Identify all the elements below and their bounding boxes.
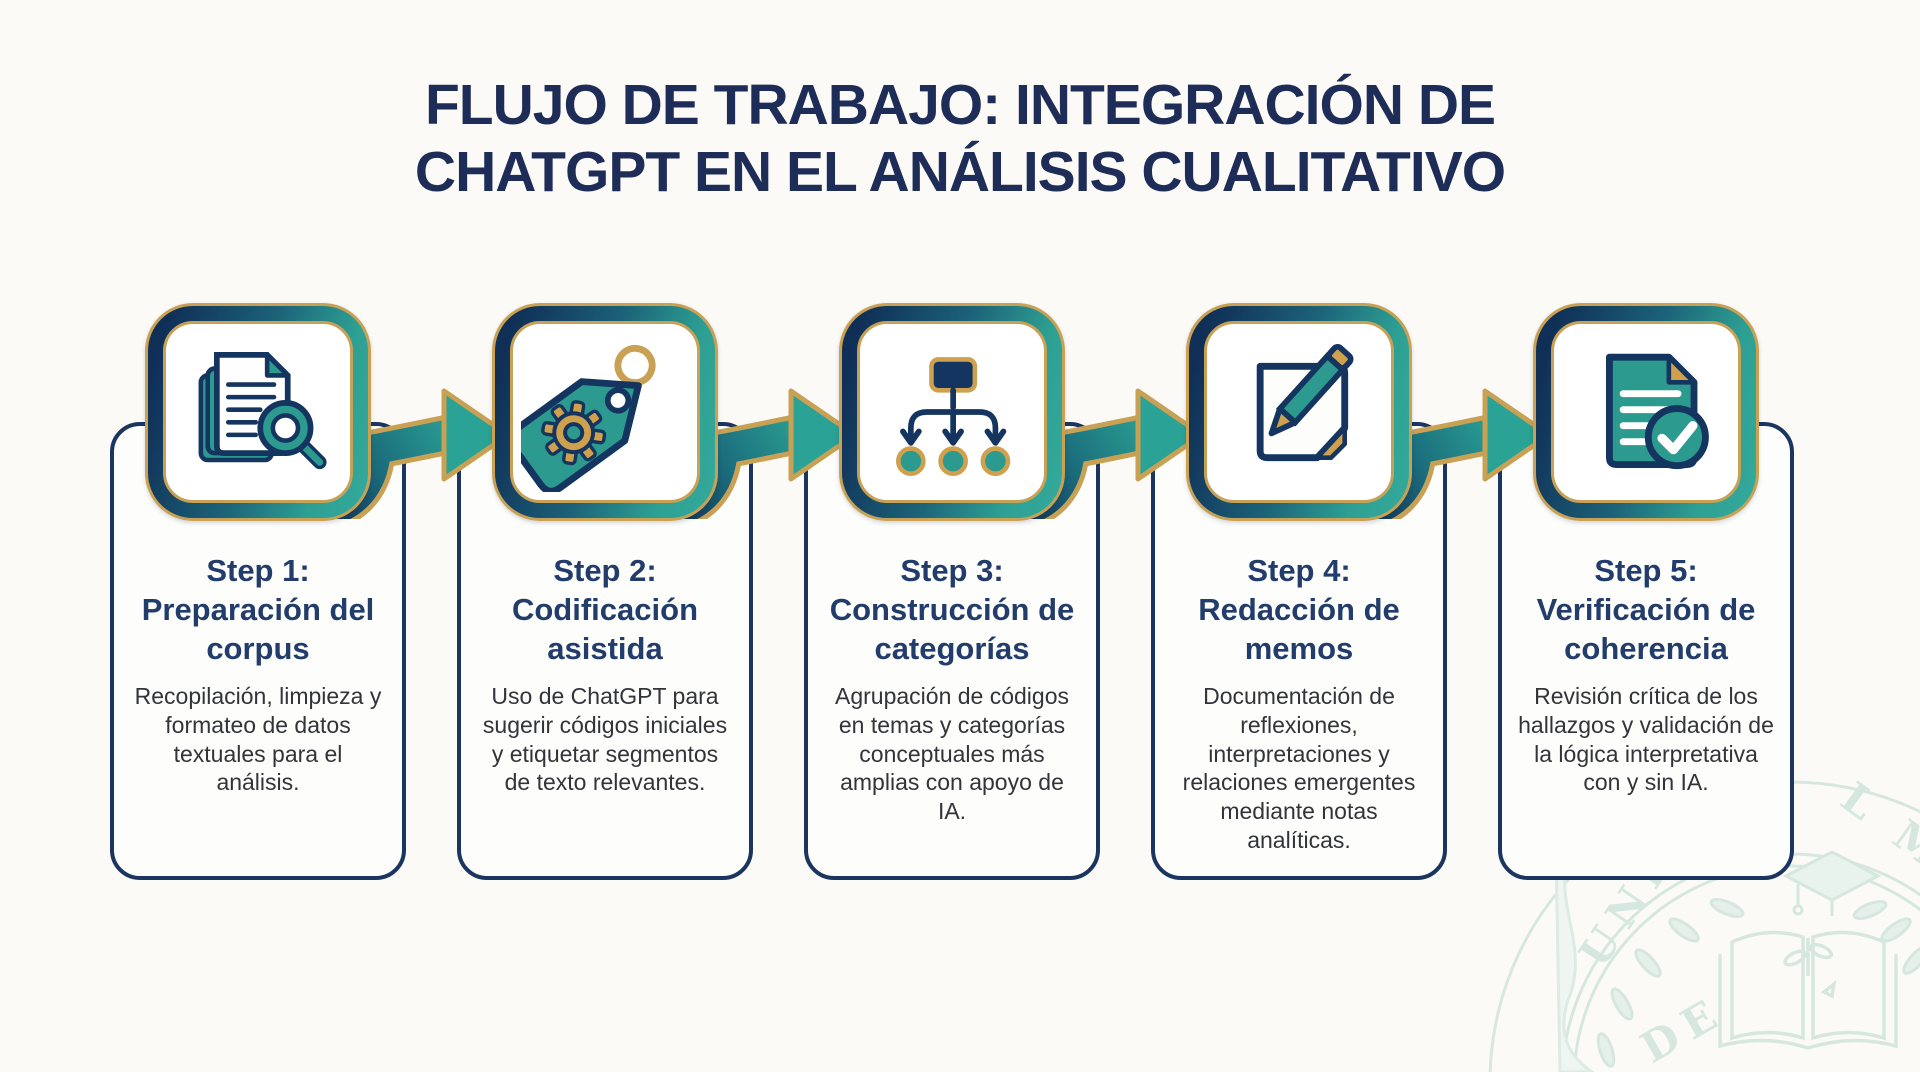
step-5-heading: Step 5: Verificación de coherencia <box>1517 551 1775 668</box>
step-3-description: Agrupación de códigos en temas y categor… <box>835 683 1069 825</box>
page-title: FLUJO DE TRABAJO: INTEGRACIÓN DE CHATGPT… <box>0 72 1920 207</box>
page-title-line-1: FLUJO DE TRABAJO: INTEGRACIÓN DE <box>424 73 1496 137</box>
step-2-description: Uso de ChatGPT para sugerir códigos inic… <box>482 683 728 796</box>
step-3-heading: Step 3: Construcción de categorías <box>823 551 1081 668</box>
page-title-line-2: CHATGPT EN EL ANÁLISIS CUALITATIVO <box>414 140 1506 205</box>
hierarchy-icon <box>896 357 1011 476</box>
step-1-title: Preparación del corpus <box>141 592 375 667</box>
step-2-heading: Step 2: Codificación asistida <box>476 551 734 668</box>
step-2-icon-box <box>492 303 718 521</box>
step-4-icon-box <box>1186 303 1412 521</box>
step-5-label: Step 5: <box>1594 553 1698 588</box>
memo-pencil-icon <box>1256 344 1354 462</box>
step-4-title: Redacción de memos <box>1198 592 1400 667</box>
step-3-label: Step 3: <box>900 553 1004 588</box>
step-2-title: Codificación asistida <box>511 592 698 667</box>
step-3-icon-box <box>839 303 1065 521</box>
step-1-description: Recopilación, limpieza y formateo de dat… <box>134 683 382 796</box>
step-5-description: Revisión crítica de los hallazgos y vali… <box>1518 683 1774 796</box>
step-5-title: Verificación de coherencia <box>1536 592 1756 667</box>
step-4-description: Documentación de reflexiones, interpreta… <box>1182 683 1416 853</box>
step-4-heading: Step 4: Redacción de memos <box>1170 551 1428 668</box>
step-1-icon-box <box>145 303 371 521</box>
step-3-title: Construcción de categorías <box>829 592 1075 667</box>
step-1-heading: Step 1: Preparación del corpus <box>129 551 387 668</box>
step-5-icon-box <box>1533 303 1759 521</box>
document-search-icon <box>198 352 327 470</box>
tag-gear-icon <box>521 344 656 492</box>
step-4-label: Step 4: <box>1247 553 1351 588</box>
university-seal-watermark: L MA UNI DE <box>1488 772 1920 1072</box>
step-2-label: Step 2: <box>553 553 657 588</box>
step-1-label: Step 1: <box>206 553 310 588</box>
document-check-icon <box>1606 353 1709 470</box>
